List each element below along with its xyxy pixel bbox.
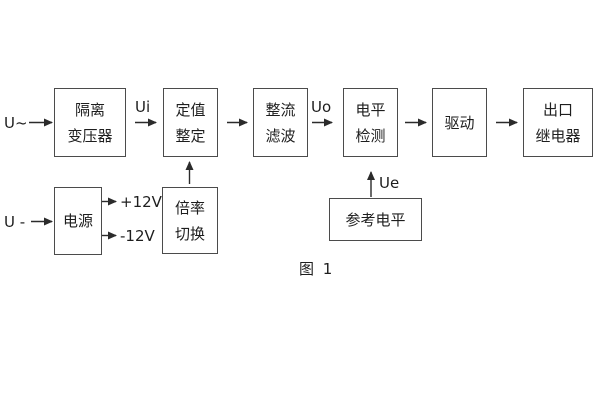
block-label-line: 整流	[265, 100, 296, 119]
figure-caption: 图 1	[299, 260, 335, 278]
block-isolation-transformer: 隔离 变压器	[54, 88, 126, 157]
label-signal-ue: Ue	[379, 174, 400, 192]
block-ratio-switch: 倍率 切换	[162, 187, 218, 254]
label-rail-pos: +12V	[120, 193, 162, 211]
block-label-line: 继电器	[535, 126, 581, 145]
label-input-dc: U -	[4, 213, 26, 231]
block-setting-adjustment: 定值 整定	[163, 88, 218, 157]
block-rectifier-filter: 整流 滤波	[253, 88, 308, 157]
block-label-line: 滤波	[265, 126, 296, 145]
block-label-line: 倍率	[174, 198, 205, 217]
block-reference-level: 参考电平	[329, 198, 422, 241]
block-label-line: 驱动	[444, 113, 475, 132]
block-power-supply: 电源	[54, 187, 102, 255]
block-label-line: 整定	[175, 126, 206, 145]
block-label-line: 切换	[174, 224, 205, 243]
block-label-line: 电平	[355, 100, 386, 119]
block-output-relay: 出口 继电器	[523, 88, 593, 157]
block-label-line: 变压器	[67, 126, 113, 145]
label-signal-uo: Uo	[311, 98, 332, 116]
label-signal-ui: Ui	[135, 98, 151, 116]
block-label-line: 检测	[355, 126, 386, 145]
block-label-line: 电源	[62, 212, 93, 230]
block-level-detection: 电平 检测	[343, 88, 398, 157]
block-label-line: 定值	[175, 100, 206, 119]
block-label-line: 出口	[542, 100, 573, 119]
label-rail-neg: -12V	[120, 227, 155, 245]
label-input-ac: U~	[4, 114, 28, 132]
block-driver: 驱动	[432, 88, 487, 157]
block-label-line: 参考电平	[345, 210, 406, 229]
block-label-line: 隔离	[74, 100, 105, 119]
